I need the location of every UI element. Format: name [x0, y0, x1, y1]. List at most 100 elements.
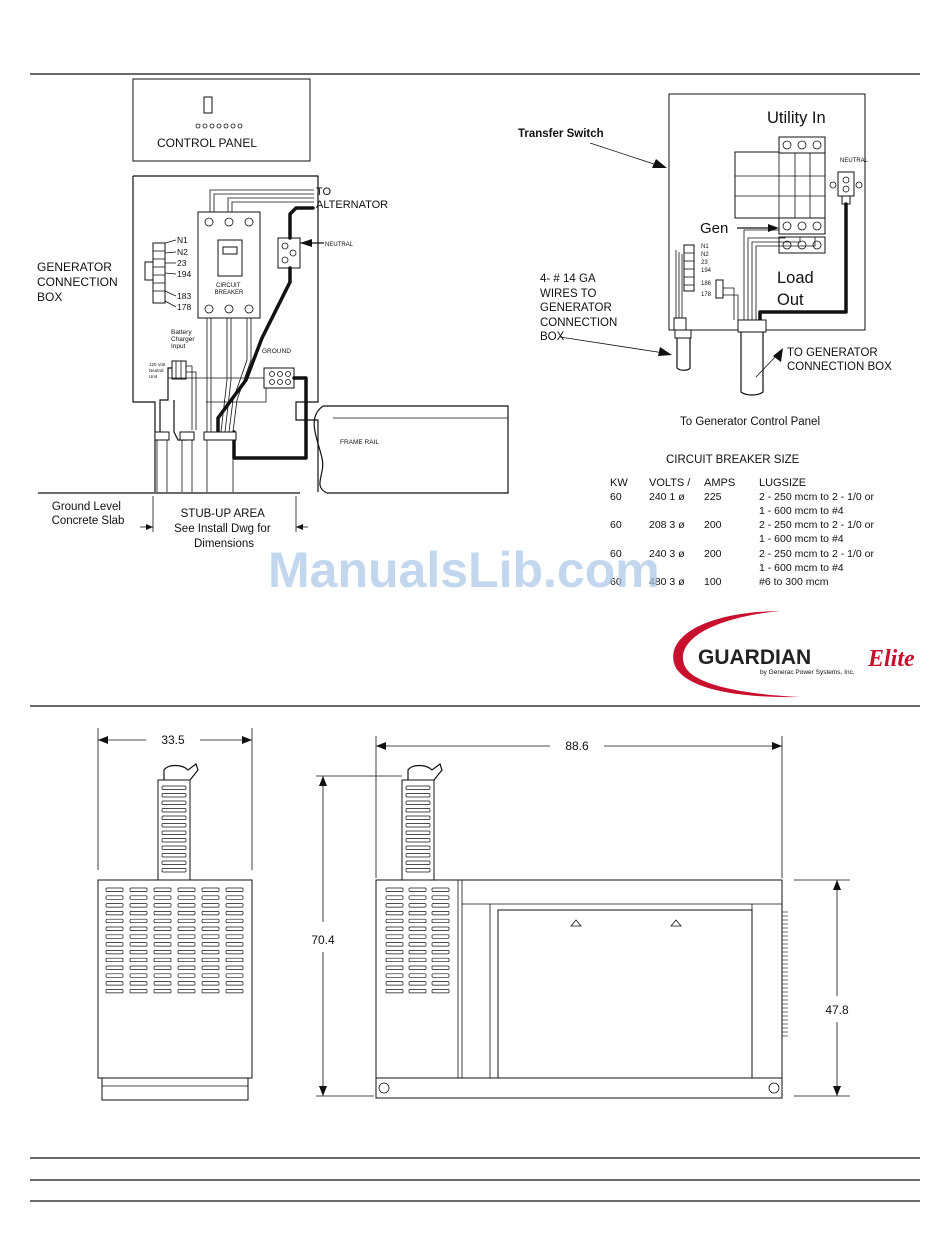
ground-bar — [263, 367, 295, 389]
width-dimension: 33.5 — [161, 733, 185, 747]
louver-slot — [225, 989, 244, 994]
control-panel: CONTROL PANEL — [132, 78, 311, 162]
louver-slot — [153, 942, 172, 947]
logo-brand-text: GUARDIAN — [698, 646, 811, 669]
to-control-panel-label: To Generator Control Panel — [680, 416, 820, 428]
louver-slot — [201, 950, 220, 955]
gen-lugs — [778, 217, 826, 235]
louver-slot — [408, 973, 427, 978]
louver-slot — [201, 903, 220, 908]
louver-slot — [201, 895, 220, 900]
louver-slot — [153, 957, 172, 963]
louver-slot — [161, 785, 187, 790]
svg-text:2 - 250 mcm to 2 - 1/0 or: 2 - 250 mcm to 2 - 1/0 or — [759, 491, 874, 503]
svg-text:100: 100 — [704, 576, 722, 588]
louver-slot — [408, 965, 427, 970]
louver-slot — [385, 895, 404, 900]
watermark-text: ManualsLib.com — [268, 542, 660, 598]
louver-slot — [161, 808, 187, 813]
ts-terminal-labels: N1 N2 23 194 186 178 — [701, 244, 712, 298]
side-view: 88.6 70.4 47.8 — [311, 736, 850, 1099]
louver-slot — [225, 934, 244, 939]
louver-slot — [201, 973, 220, 978]
wires-note: 4- # 14 GA WIRES TO GENERATOR CONNECTION… — [540, 273, 621, 343]
louver-slot — [431, 926, 450, 931]
control-panel-label: CONTROL PANEL — [157, 136, 257, 150]
louver-slot — [408, 950, 427, 955]
louver-slot — [385, 989, 404, 994]
louver-slot — [405, 823, 431, 828]
louver-slot — [225, 887, 244, 892]
louver-slot — [129, 887, 148, 892]
side-louvers — [385, 887, 450, 994]
circuit-breaker: CIRCUIT BREAKER — [197, 211, 261, 319]
louver-slot — [161, 830, 187, 835]
louver-slot — [431, 934, 450, 939]
breaker-load-wires — [206, 318, 252, 433]
generator-connection-box: GENERATOR CONNECTION BOX N1 N2 23 194 18 — [37, 175, 388, 492]
switch-mechanism — [734, 151, 826, 219]
louver-slot — [153, 950, 172, 955]
louver-slot — [405, 868, 431, 873]
louver-slot — [153, 926, 172, 931]
louver-slot — [177, 965, 196, 970]
louver-slot — [405, 830, 431, 835]
neutral-block: NEUTRAL — [277, 237, 354, 269]
svg-text:#6 to 300 mcm: #6 to 300 mcm — [759, 576, 829, 588]
louver-slot — [385, 918, 404, 924]
louver-slot — [177, 989, 196, 994]
svg-text:183: 183 — [177, 291, 191, 301]
louver-slot — [225, 950, 244, 955]
frame-rail: FRAME RAIL — [313, 405, 509, 494]
louver-slot — [408, 918, 427, 924]
svg-text:178: 178 — [701, 292, 712, 298]
to-gen-box-label: TO GENERATOR CONNECTION BOX — [787, 347, 892, 373]
table-row: 60 480 3 ø 100 #6 to 300 mcm — [610, 576, 829, 588]
louver-slot — [225, 903, 244, 908]
louver-slot — [385, 934, 404, 939]
svg-text:186: 186 — [701, 281, 712, 287]
louver-slot — [161, 868, 187, 873]
louver-slot — [201, 926, 220, 931]
louver-slot — [161, 793, 187, 798]
svg-text:AMPS: AMPS — [704, 477, 735, 489]
louver-slot — [153, 965, 172, 970]
louver-slot — [177, 887, 196, 892]
louver-slot — [431, 981, 450, 986]
louver-slot — [431, 887, 450, 892]
louver-slot — [129, 965, 148, 970]
louver-slot — [431, 989, 450, 994]
louver-slot — [105, 895, 124, 900]
louver-slot — [405, 785, 431, 790]
louver-slot — [405, 808, 431, 813]
louver-slot — [408, 942, 427, 947]
ts-neutral-label: NEUTRAL — [840, 158, 869, 164]
end-view: 33.5 — [97, 728, 253, 1101]
louver-slot — [153, 887, 172, 892]
louver-slot — [405, 800, 431, 805]
louver-slot — [408, 989, 427, 994]
ts-load-wires — [743, 229, 816, 324]
louver-slot — [408, 887, 427, 892]
louver-slot — [201, 942, 220, 947]
louver-slot — [431, 911, 450, 916]
to-alternator-label: TO ALTERNATOR — [316, 186, 388, 211]
control-panel-leds — [195, 123, 243, 129]
svg-text:1 - 600 mcm to #4: 1 - 600 mcm to #4 — [759, 505, 844, 517]
louver-slot — [201, 911, 220, 916]
end-exhaust-stack — [157, 763, 199, 881]
louver-slot — [129, 942, 148, 947]
louver-slot — [201, 989, 220, 994]
louver-slot — [105, 989, 124, 994]
svg-text:225: 225 — [704, 491, 722, 503]
charger-receptacle — [171, 360, 187, 380]
louver-slot — [129, 950, 148, 955]
louver-slot — [161, 800, 187, 805]
gen-label: Gen — [700, 220, 728, 237]
louver-slot — [177, 981, 196, 986]
ts-neutral-wire — [758, 202, 848, 326]
svg-text:60: 60 — [610, 576, 622, 588]
height-enclosure-dimension: 47.8 — [825, 1003, 849, 1017]
